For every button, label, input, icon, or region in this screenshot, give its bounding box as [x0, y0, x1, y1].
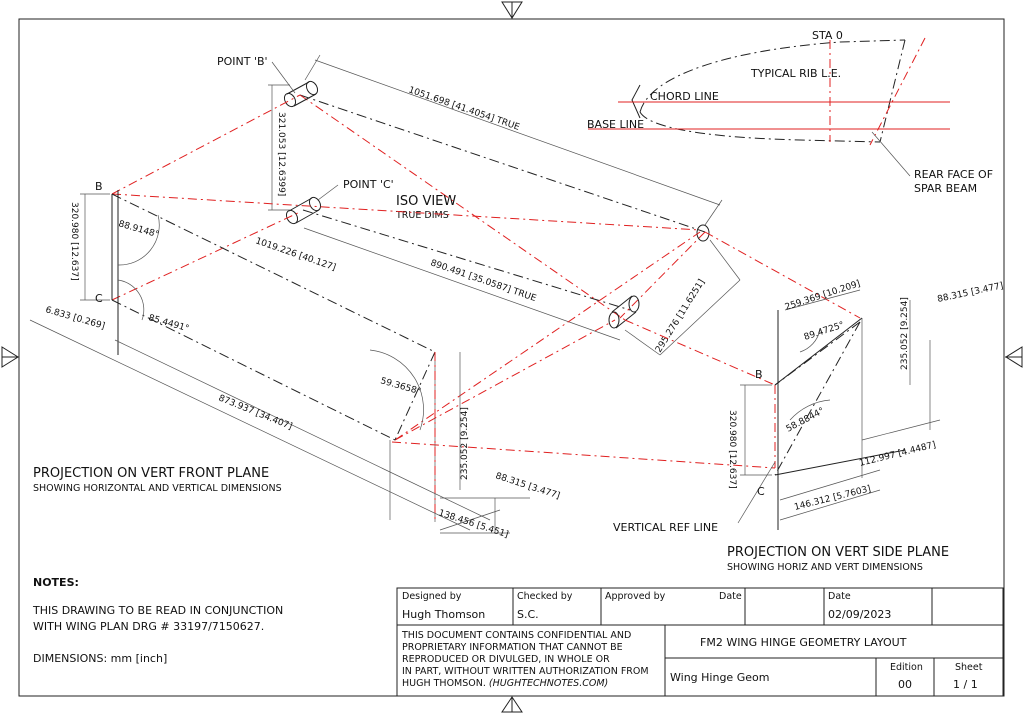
date-label-2: Date	[828, 591, 851, 602]
designed-by-value: Hugh Thomson	[402, 608, 485, 621]
angle-85-4: 85.4491°	[147, 313, 190, 334]
sheet-value: 1 / 1	[953, 678, 978, 691]
date-label-1: Date	[719, 591, 742, 602]
dim-259: 259.369 [10.209]	[784, 279, 862, 313]
side-projection-geometry	[391, 231, 941, 530]
title-block	[396, 587, 1004, 697]
confidential-line-1: THIS DOCUMENT CONTAINS CONFIDENTIAL AND	[401, 630, 631, 641]
checked-by-label: Checked by	[517, 591, 573, 602]
front-projection-title: PROJECTION ON VERT FRONT PLANE	[33, 466, 269, 481]
typical-rib-label: TYPICAL RIB L.E.	[750, 67, 841, 80]
front-projection-subtitle: SHOWING HORIZONTAL AND VERTICAL DIMENSIO…	[33, 483, 282, 494]
notes-line-3: DIMENSIONS: mm [inch]	[33, 652, 167, 665]
dim-146: 146.312 [5.7603]	[793, 484, 872, 513]
rear-face-label-2: SPAR BEAM	[914, 182, 977, 195]
dim-320-side: 320.980 [12.637]	[727, 410, 737, 489]
file-name: Wing Hinge Geom	[670, 671, 769, 684]
confidential-line-2: PROPRIETARY INFORMATION THAT CANNOT BE	[402, 642, 623, 653]
dim-88-side: 88.315 [3.477]	[937, 281, 1005, 305]
iso-view-subtitle: TRUE DIMS	[395, 210, 449, 221]
date-value: 02/09/2023	[828, 608, 891, 621]
notes-line-1: THIS DRAWING TO BE READ IN CONJUNCTION	[32, 604, 283, 617]
edition-value: 00	[898, 678, 912, 691]
front-projection-geometry	[29, 94, 701, 534]
drawing-title: FM2 WING HINGE GEOMETRY LAYOUT	[700, 636, 907, 649]
point-c-label: POINT 'C'	[343, 178, 394, 191]
dim-6833: 6.833 [0.269]	[44, 305, 106, 332]
sheet-label: Sheet	[955, 662, 983, 673]
iso-view-title: ISO VIEW	[396, 194, 456, 209]
side-projection-subtitle: SHOWING HORIZ AND VERT DIMENSIONS	[727, 562, 923, 573]
side-b-label: B	[755, 368, 763, 381]
airfoil-sketch	[588, 37, 950, 177]
dim-1051: 1051.698 [41.4054] TRUE	[407, 85, 521, 133]
dim-320-front: 320.980 [12.637]	[69, 202, 79, 281]
dim-1019: 1019.226 [40.127]	[254, 236, 337, 273]
side-c-label: C	[757, 485, 765, 498]
notes-line-2: WITH WING PLAN DRG # 33197/7150627.	[33, 620, 264, 633]
sta0-label: STA 0	[812, 29, 843, 42]
dim-321: 321.053 [12.6399]	[276, 112, 286, 196]
approved-by-label: Approved by	[605, 591, 666, 602]
dim-873: 873.937 [34.407]	[217, 394, 294, 433]
notes-heading: NOTES:	[33, 576, 79, 589]
angle-89-4: 89.4725°	[803, 320, 846, 342]
chord-line-label: CHORD LINE	[650, 90, 719, 103]
side-projection-title: PROJECTION ON VERT SIDE PLANE	[727, 545, 949, 560]
vertical-ref-label: VERTICAL REF LINE	[613, 521, 718, 534]
dim-88-front: 88.315 [3.477]	[494, 471, 561, 501]
dim-235-side: 235.052 [9.254]	[900, 297, 910, 370]
front-b-label: B	[95, 180, 103, 193]
dim-295: 295.276 [11.6251]	[654, 278, 707, 355]
checked-by-value: S.C.	[517, 608, 539, 621]
angle-58-8: 58.8844°	[785, 406, 827, 434]
confidential-line-4: IN PART, WITHOUT WRITTEN AUTHORIZATION F…	[402, 666, 649, 677]
confidential-site: (HUGHTECHNOTES.COM)	[489, 678, 608, 689]
designed-by-label: Designed by	[402, 591, 462, 602]
angle-88-9: 88.9148°	[117, 219, 160, 240]
confidential-line-5: HUGH THOMSON. (HUGHTECHNOTES.COM)	[402, 678, 608, 689]
confidential-owner: HUGH THOMSON.	[402, 678, 489, 689]
front-c-label: C	[95, 292, 103, 305]
confidential-line-3: REPRODUCED OR DIVULGED, IN WHOLE OR	[402, 654, 610, 665]
dim-138: 138.456 [5.451]	[437, 508, 509, 540]
rear-face-label-1: REAR FACE OF	[914, 168, 993, 181]
point-b-label: POINT 'B'	[217, 55, 268, 68]
iso-view-geometry	[268, 54, 741, 356]
dim-235-front: 235.052 [9.254]	[460, 407, 470, 480]
dim-112: 112.997 [4.4487]	[858, 440, 937, 469]
edition-label: Edition	[890, 662, 923, 673]
base-line-label: BASE LINE	[587, 118, 644, 131]
